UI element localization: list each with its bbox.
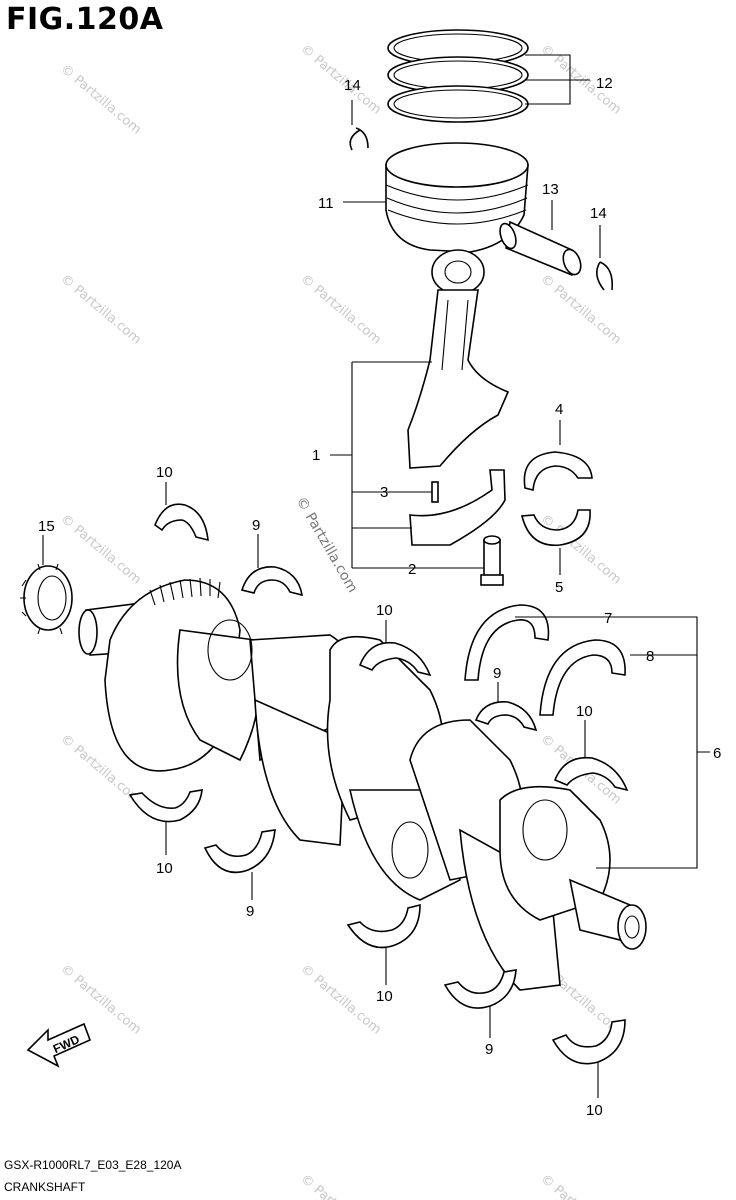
main-bearing-9[interactable] <box>240 566 303 597</box>
callout-13: 13 <box>542 181 559 198</box>
callout-10-c: 10 <box>576 703 593 720</box>
main-bearing[interactable] <box>346 903 421 949</box>
piston-pin[interactable] <box>497 220 584 277</box>
thrust-bearing-8[interactable] <box>539 639 626 716</box>
callout-9-c: 9 <box>246 903 254 920</box>
callout-10-e: 10 <box>376 988 393 1005</box>
piston[interactable] <box>385 142 529 253</box>
callout-9-b: 9 <box>493 665 501 682</box>
rod-bearing-upper[interactable] <box>523 451 593 492</box>
callout-10-f: 10 <box>586 1102 603 1119</box>
balancer-gear[interactable] <box>20 563 73 635</box>
callout-7: 7 <box>604 610 612 627</box>
thrust-bearing-7[interactable] <box>464 604 550 681</box>
fwd-label: FWD <box>51 1032 82 1056</box>
callout-1: 1 <box>312 447 320 464</box>
main-bearing-9[interactable] <box>443 969 517 1009</box>
circlip-right[interactable] <box>596 261 614 291</box>
rod-bolt[interactable] <box>480 535 504 586</box>
callout-9-d: 9 <box>485 1041 493 1058</box>
watermark: © Partzilla.com <box>297 272 383 348</box>
callout-15: 15 <box>38 518 55 535</box>
main-bearing-9[interactable] <box>474 701 538 732</box>
callout-10-a: 10 <box>156 464 173 481</box>
main-bearing[interactable] <box>551 1019 626 1065</box>
callout-2: 2 <box>408 561 416 578</box>
rod-bearing-lower[interactable] <box>520 509 591 547</box>
leader-lines <box>42 54 710 1098</box>
main-bearing[interactable] <box>553 756 629 792</box>
watermark: © Partzilla.com <box>537 1172 623 1200</box>
watermark: © Partzilla.com <box>297 1172 383 1200</box>
callout-14a: 14 <box>344 77 361 94</box>
callout-5: 5 <box>555 579 563 596</box>
connecting-rod[interactable] <box>407 249 510 546</box>
watermark: © Partzilla.com <box>297 42 383 118</box>
piston-rings[interactable] <box>387 29 529 123</box>
watermark: © Partzilla.com <box>57 512 143 588</box>
figure-title: FIG.120A <box>6 2 164 37</box>
callout-3: 3 <box>380 484 388 501</box>
watermark: © Partzilla.com <box>297 962 383 1038</box>
callout-14b: 14 <box>590 205 607 222</box>
diagram-name: CRANKSHAFT <box>4 1180 86 1194</box>
main-bearing[interactable] <box>154 503 209 542</box>
callout-9-a: 9 <box>252 517 260 534</box>
circlip-left[interactable] <box>349 127 369 151</box>
callout-11: 11 <box>318 195 334 212</box>
main-bearing[interactable] <box>128 789 203 823</box>
watermark: © Partzilla.com <box>57 272 143 348</box>
diagram-code: GSX-R1000RL7_E03_E28_120A <box>4 1158 182 1172</box>
callout-4: 4 <box>555 401 563 418</box>
callout-6: 6 <box>713 745 721 762</box>
fwd-arrow: FWD <box>26 1022 92 1068</box>
main-bearing-9[interactable] <box>203 829 276 874</box>
watermark: © Partzilla.com <box>57 62 143 138</box>
callout-8: 8 <box>646 648 654 665</box>
crankshaft[interactable] <box>78 577 647 991</box>
callout-10-b: 10 <box>376 602 393 619</box>
callout-10-d: 10 <box>156 860 173 877</box>
callout-labels: 14 12 11 13 14 1 3 2 4 5 15 10 9 10 7 8 … <box>38 75 721 1119</box>
watermark-center: © Partzilla.com <box>293 494 361 596</box>
callout-12: 12 <box>596 75 613 92</box>
watermark: © Partzilla.com <box>57 962 143 1038</box>
main-bearing[interactable] <box>358 641 432 677</box>
